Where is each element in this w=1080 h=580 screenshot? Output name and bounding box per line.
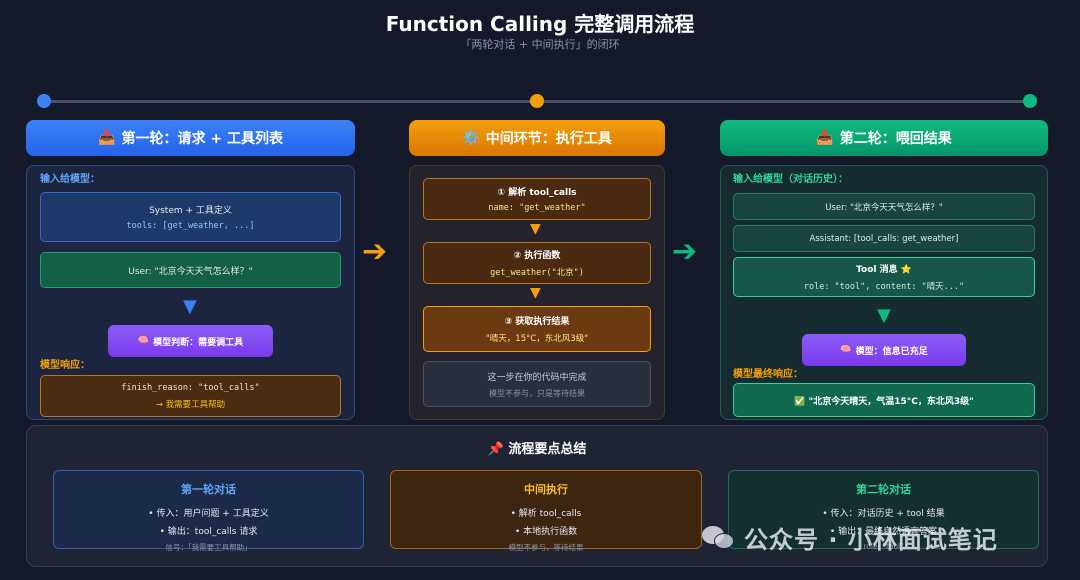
model-judge-box: 🧠 模型判断：需要调工具	[108, 325, 273, 357]
card-line: • 解析 tool_calls	[510, 509, 582, 519]
history-user: User: "北京今天天气怎么样？"	[825, 202, 943, 213]
watermark: 公众号 · 小林面试笔记	[702, 520, 998, 555]
card-line: • 传入：用户问题 + 工具定义	[148, 509, 269, 519]
column-title: 第二轮：喂回结果	[839, 131, 952, 147]
system-title: System + 工具定义	[149, 206, 232, 216]
tool-title: Tool 消息 ⭐	[856, 265, 912, 275]
timeline-dot-execution	[530, 94, 544, 108]
inbox-icon: 📥	[816, 130, 834, 146]
system-code: tools: [get_weather, ...]	[126, 221, 255, 231]
user-message-box: User: "北京今天天气怎么样？"	[40, 252, 341, 288]
card-line: • 输出：tool_calls 请求	[159, 527, 258, 537]
history-user-box: User: "北京今天天气怎么样？"	[733, 193, 1035, 220]
column-title: 中间环节：执行工具	[485, 131, 612, 147]
card-head: 第二轮对话	[856, 483, 911, 496]
history-assistant: Assistant: [tool_calls: get_weather]	[809, 233, 959, 244]
arrow-right-icon: ➔	[672, 234, 698, 269]
wechat-icon	[702, 524, 736, 552]
final-response: ✅ "北京今天晴天，气温15°C，东北风3级"	[794, 396, 974, 407]
model-response-box: finish_reason: "tool_calls" → 我需要工具帮助	[40, 375, 341, 417]
arrow-down-icon: ▼	[877, 305, 891, 326]
outbox-icon: 📥	[98, 130, 116, 146]
column-header-execution: ⚙️ 中间环节：执行工具	[409, 120, 665, 156]
input-label: 输入给模型（对话历史）：	[733, 174, 848, 185]
column-title: 第一轮：请求 + 工具列表	[121, 131, 283, 147]
model-sufficient-box: 🧠 模型：信息已充足	[802, 334, 966, 366]
summary-title: 📌 流程要点总结	[487, 442, 587, 457]
note-sub: 模型不参与，只是等待结果	[489, 388, 585, 398]
column-header-round-1: 📥 第一轮：请求 + 工具列表	[26, 120, 355, 156]
card-note: role: "tool"	[863, 542, 904, 551]
response-note: → 我需要工具帮助	[155, 399, 226, 410]
step-title: ② 执行函数	[513, 251, 561, 261]
card-head: 中间执行	[524, 483, 568, 496]
gear-icon: ⚙️	[462, 130, 480, 146]
arrow-down-icon: ▼	[183, 296, 197, 317]
watermark-text: 公众号 · 小林面试笔记	[744, 526, 998, 554]
summary-card-round-2: 第二轮对话 • 传入：对话历史 + tool 结果 • 输出：最终自然语言答案 …	[728, 470, 1039, 551]
page-subtitle: 「两轮对话 + 中间执行」的闭环	[460, 38, 620, 51]
card-line: • 本地执行函数	[514, 527, 578, 537]
execution-note-box: 这一步在你的代码中完成 模型不参与，只是等待结果	[423, 361, 651, 407]
step-result: "晴天，15°C，东北风3级"	[485, 334, 589, 344]
card-head: 第一轮对话	[181, 483, 236, 496]
arrow-down-icon: ▼	[530, 285, 541, 301]
response-label: 模型响应：	[40, 360, 90, 371]
tool-code: role: "tool", content: "晴天..."	[803, 282, 965, 292]
card-line: • 输出：最终自然语言答案	[829, 527, 938, 537]
page-title: Function Calling 完整调用流程	[385, 12, 695, 36]
brain-icon: 🧠	[137, 336, 150, 346]
step-execute-box: ② 执行函数 get_weather("北京")	[423, 242, 651, 284]
history-assistant-box: Assistant: [tool_calls: get_weather]	[733, 225, 1035, 252]
note-main: 这一步在你的代码中完成	[487, 372, 587, 383]
final-response-label: 模型最终响应：	[733, 369, 803, 380]
step-title: ① 解析 tool_calls	[497, 188, 577, 198]
user-message: User: "北京今天天气怎么样？"	[128, 266, 253, 277]
tool-message-box: Tool 消息 ⭐ role: "tool", content: "晴天..."	[733, 257, 1035, 297]
card-line: • 传入：对话历史 + tool 结果	[822, 509, 945, 519]
summary-card-round-1: 第一轮对话 • 传入：用户问题 + 工具定义 • 输出：tool_calls 请…	[53, 470, 364, 552]
step-code: get_weather("北京")	[490, 268, 584, 278]
pushpin-icon: 📌	[487, 442, 504, 457]
step-parse-box: ① 解析 tool_calls name: "get_weather"	[423, 178, 651, 220]
column-header-round-2: 📥 第二轮：喂回结果	[720, 120, 1048, 156]
arrow-right-icon: ➔	[362, 234, 388, 269]
input-label: 输入给模型：	[40, 174, 100, 185]
final-response-box: ✅ "北京今天晴天，气温15°C，东北风3级"	[733, 383, 1035, 417]
arrow-down-icon: ▼	[530, 221, 541, 237]
model-judge-text: 模型判断：需要调工具	[153, 337, 244, 348]
brain-icon: 🧠	[840, 345, 852, 355]
summary-card-execution: 中间执行 • 解析 tool_calls • 本地执行函数 模型不参与，等待结果	[390, 470, 702, 552]
timeline-dot-round-2	[1023, 94, 1037, 108]
step-title: ③ 获取执行结果	[504, 317, 570, 327]
timeline-dot-round-1	[37, 94, 51, 108]
response-code: finish_reason: "tool_calls"	[121, 382, 260, 393]
card-note: 模型不参与，等待结果	[508, 543, 584, 552]
card-note: 信号：「我需要工具帮助」	[165, 543, 252, 552]
model-sufficient-text: 模型：信息已充足	[855, 346, 928, 357]
system-tools-box: System + 工具定义 tools: [get_weather, ...]	[40, 192, 341, 242]
step-code: name: "get_weather"	[488, 203, 586, 213]
step-result-box: ③ 获取执行结果 "晴天，15°C，东北风3级"	[423, 306, 651, 352]
